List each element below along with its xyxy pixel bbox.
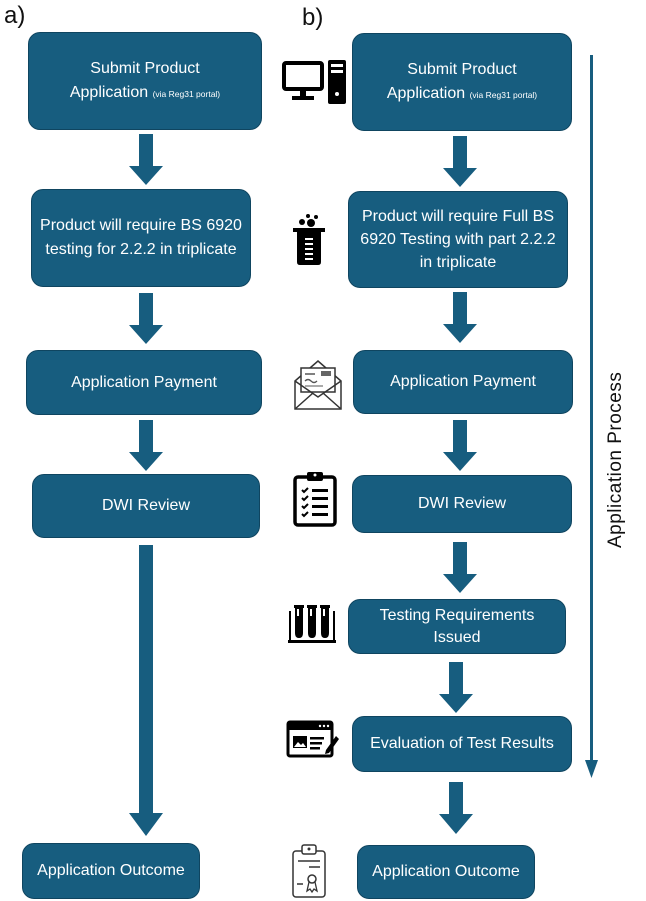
document-sign-icon: [286, 720, 339, 758]
a-step-dwi-review: DWI Review: [32, 474, 260, 538]
a-step-outcome-text: Application Outcome: [37, 862, 185, 879]
panel-b-label: b): [302, 4, 324, 31]
a-step-submit-line2: Application: [69, 83, 149, 101]
b-step-evaluation-text: Evaluation of Test Results: [370, 735, 554, 752]
a-step-submit-application: Submit Product Application (via Reg31 po…: [28, 32, 262, 130]
b-step-submit-line1: Submit Product: [407, 60, 517, 78]
beaker-icon: [293, 214, 325, 265]
b-step-submit-line2-wrap: Application (via Reg31 portal): [387, 82, 537, 107]
clipboard-checklist-icon: [293, 472, 337, 527]
a-arrow-2: [129, 293, 163, 344]
test-tubes-icon: [288, 605, 336, 643]
b-step-testing-text: Product will require Full BS 6920 Testin…: [360, 208, 556, 271]
b-arrow-6: [439, 782, 473, 834]
b-step-payment-text: Application Payment: [390, 373, 536, 390]
b-step-evaluation-test-results: Evaluation of Test Results: [352, 716, 572, 772]
b-step-requirements-text: Testing Requirements Issued: [379, 606, 535, 646]
b-arrow-1: [443, 136, 477, 187]
a-step-submit-line2-wrap: Application (via Reg31 portal): [70, 81, 220, 106]
a-step-application-payment: Application Payment: [26, 350, 262, 415]
a-step-testing-required: Product will require BS 6920 testing for…: [31, 189, 251, 287]
b-step-outcome-text: Application Outcome: [372, 863, 520, 880]
b-arrow-4: [443, 542, 477, 593]
a-step-payment-text: Application Payment: [71, 373, 217, 391]
a-arrow-3: [129, 420, 163, 471]
b-arrow-2: [443, 292, 477, 343]
computer-icon: [282, 60, 346, 104]
a-step-submit-line1: Submit Product: [90, 59, 200, 77]
a-arrow-4-long: [129, 545, 163, 836]
b-arrow-5: [439, 662, 473, 713]
a-step-application-outcome: Application Outcome: [22, 843, 200, 899]
panel-a-label: a): [4, 2, 26, 29]
b-step-application-outcome: Application Outcome: [357, 845, 535, 899]
b-arrow-3: [443, 420, 477, 471]
b-step-dwi-text: DWI Review: [417, 495, 506, 512]
a-step-testing-text: Product will require BS 6920 testing for…: [40, 217, 242, 258]
certificate-icon: [292, 844, 326, 898]
a-arrow-1: [129, 134, 163, 185]
b-step-full-testing-required: Product will require Full BS 6920 Testin…: [348, 191, 568, 288]
b-step-dwi-review: DWI Review: [352, 475, 572, 533]
a-step-dwi-text: DWI Review: [101, 497, 190, 514]
envelope-letter-icon: [294, 360, 342, 410]
b-step-submit-line2: Application: [386, 84, 466, 102]
process-label: Application Process: [605, 371, 626, 548]
b-step-submit-note: (via Reg31 portal): [469, 89, 538, 100]
b-step-submit-application: Submit Product Application (via Reg31 po…: [352, 33, 572, 131]
b-step-application-payment: Application Payment: [353, 350, 573, 414]
process-timeline-arrow: [585, 55, 598, 778]
b-step-testing-requirements-issued: Testing Requirements Issued: [348, 599, 566, 654]
a-step-submit-note: (via Reg31 portal): [152, 88, 221, 99]
